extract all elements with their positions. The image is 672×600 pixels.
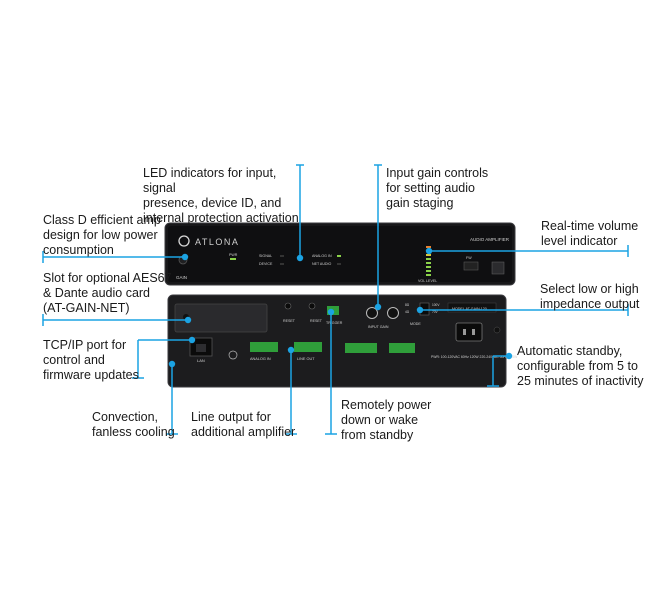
lan-label: LAN xyxy=(197,358,205,363)
input-gain-knob-2 xyxy=(387,307,399,319)
chassis-screw-icon xyxy=(493,326,501,334)
callout-tcpip-port: TCP/IP port for control and firmware upd… xyxy=(43,338,139,382)
svg-text:TRIGGER: TRIGGER xyxy=(326,321,343,325)
svg-text:8Ω: 8Ω xyxy=(405,303,410,307)
svg-text:LINE OUT: LINE OUT xyxy=(297,357,315,361)
svg-text:INPUT GAIN: INPUT GAIN xyxy=(368,325,389,329)
svg-text:70V: 70V xyxy=(432,310,439,314)
amplifier-front-unit: ATLONA AUDIO AMPLIFIER GAIN PWR SIGNAL D… xyxy=(164,222,516,286)
callout-convection: Convection, fanless cooling xyxy=(92,410,175,439)
vol-level-label: VOL LEVEL xyxy=(418,279,437,283)
callout-impedance: Select low or high impedance output xyxy=(540,282,640,311)
net-audio-led-label: NET AUDIO xyxy=(312,262,332,266)
ip-reset-button xyxy=(284,302,292,310)
callout-volume-indicator: Real-time volume level indicator xyxy=(541,219,639,248)
svg-text:100V: 100V xyxy=(432,303,440,307)
callout-remote-power: Remotely power down or wake from standby xyxy=(341,398,432,442)
svg-text:PWR: 100-120VAC 60Hz 120W 220-: PWR: 100-120VAC 60Hz 120W 220-240VAC 50H… xyxy=(431,355,518,359)
device-led-label: DEVICE xyxy=(259,262,273,266)
speaker-terminal-lowz xyxy=(345,343,377,353)
pwr-led-label: PWR xyxy=(229,253,238,257)
callout-class-d: Class D efficient amp design for low pow… xyxy=(43,213,161,257)
callout-led-indicators: LED indicators for input, signal presenc… xyxy=(143,166,299,225)
signal-led-label: SIGNAL xyxy=(259,254,272,258)
fw-button xyxy=(463,261,479,271)
svg-text:MODE: MODE xyxy=(410,322,421,326)
callout-input-gain: Input gain controls for setting audio ga… xyxy=(386,166,489,210)
callout-aes67-slot: Slot for optional AES67 & Dante audio ca… xyxy=(43,271,172,315)
front-title: AUDIO AMPLIFIER xyxy=(470,237,510,242)
energy-star-icon xyxy=(491,261,505,275)
pwr-led xyxy=(230,258,236,260)
amplifier-rear-unit: LAN RESET RESET ANALOG IN LINE OUT TRIGG… xyxy=(167,294,518,388)
line-out-terminal xyxy=(294,342,322,352)
svg-text:ANALOG IN: ANALOG IN xyxy=(250,357,271,361)
callout-auto-standby: Automatic standby, configurable from 5 t… xyxy=(517,344,644,388)
svg-text:MODEL AT-GAIN-120: MODEL AT-GAIN-120 xyxy=(452,307,487,311)
svg-text:RESET: RESET xyxy=(310,319,323,323)
svg-text:FW: FW xyxy=(466,256,472,260)
input-gain-knob-1 xyxy=(366,307,378,319)
brand-text: ATLONA xyxy=(195,237,239,247)
callout-leaders xyxy=(42,164,629,435)
svg-text:4Ω: 4Ω xyxy=(405,310,410,314)
iec-power-inlet xyxy=(455,322,483,342)
front-model: GAIN xyxy=(176,275,187,280)
reset-button xyxy=(308,302,316,310)
callout-line-output: Line output for additional amplifier xyxy=(191,410,296,439)
analog-in-terminal xyxy=(250,342,278,352)
aes67-slot xyxy=(174,303,268,333)
ce-mark-icon xyxy=(228,350,238,360)
atlona-logo-icon xyxy=(178,235,190,247)
analog-in-led-label: ANALOG IN xyxy=(312,254,332,258)
svg-text:RESET: RESET xyxy=(283,319,296,323)
speaker-terminal-highz xyxy=(389,343,415,353)
